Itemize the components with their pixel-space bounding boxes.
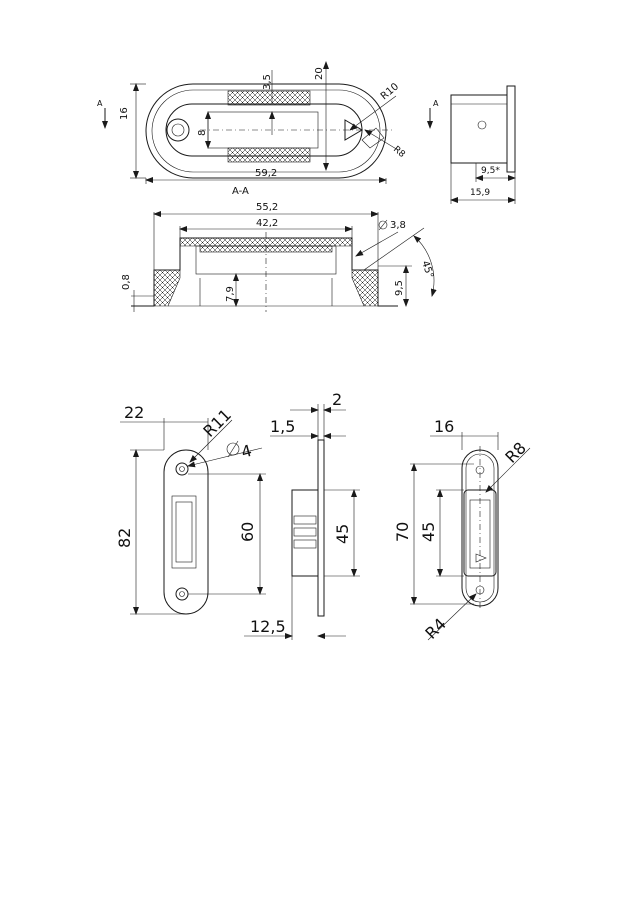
dim-hole-dia-4: 4 — [187, 440, 263, 468]
dim-height-16: 16 — [119, 83, 146, 179]
dim-thick-0-8: 0,8 — [121, 274, 154, 312]
svg-text:20: 20 — [314, 67, 325, 80]
dim-radius-r8-lock: R8 — [485, 438, 531, 493]
svg-text:82: 82 — [115, 528, 134, 548]
hatch-top — [227, 90, 311, 106]
strike-plate-view: 22 R11 4 82 60 — [115, 403, 266, 615]
dim-length-82: 82 — [115, 449, 186, 615]
dim-width-22: 22 — [120, 403, 209, 450]
svg-text:9,5*: 9,5* — [481, 166, 500, 176]
dim-radius-r11: R11 — [189, 405, 235, 463]
dim-width-16: 16 — [430, 417, 499, 450]
svg-text:45: 45 — [333, 524, 352, 544]
svg-text:0,8: 0,8 — [121, 274, 132, 290]
section-view: 55,2 42,2 3,8 0,8 7,9 — [121, 202, 437, 312]
svg-text:59,2: 59,2 — [255, 168, 277, 179]
svg-text:45: 45 — [419, 522, 438, 542]
hole-top — [175, 462, 189, 476]
dim-len-42-2: 42,2 — [179, 218, 353, 238]
svg-text:R10: R10 — [379, 81, 401, 102]
svg-text:70: 70 — [393, 522, 412, 542]
hole-bottom — [175, 587, 189, 601]
section-marker-right: A — [427, 99, 439, 129]
dim-radius-r10: R10 — [349, 81, 401, 131]
svg-text:15,9: 15,9 — [470, 188, 490, 198]
dim-length-70: 70 — [393, 463, 474, 605]
dim-dia-3-8: 3,8 — [355, 219, 406, 257]
section-title: A-A — [232, 186, 249, 197]
svg-text:A: A — [433, 99, 439, 108]
lock-plate-view: 16 R8 70 45 R4 — [393, 417, 531, 643]
dim-hole-spacing-60: 60 — [188, 473, 266, 595]
svg-text:7,9: 7,9 — [225, 286, 236, 302]
dim-side-15-9: 15,9 — [450, 163, 516, 204]
strike-slot — [171, 495, 197, 569]
svg-text:3,8: 3,8 — [390, 220, 406, 231]
svg-text:1,5: 1,5 — [270, 417, 295, 436]
svg-text:2: 2 — [332, 390, 342, 409]
svg-text:3,5: 3,5 — [262, 74, 273, 90]
svg-text:8: 8 — [197, 130, 208, 136]
svg-text:R8: R8 — [501, 438, 529, 466]
svg-text:16: 16 — [434, 417, 454, 436]
dim-thick-1-5: 1,5 — [270, 417, 346, 439]
dim-thick-2: 2 — [290, 390, 346, 440]
dim-length-59-2: 59,2 — [145, 168, 387, 184]
svg-text:16: 16 — [119, 107, 130, 120]
dim-height-45: 45 — [324, 489, 360, 577]
profile-body — [291, 489, 319, 577]
dim-depth-20: 20 — [314, 61, 329, 171]
hatch-bottom — [227, 147, 311, 163]
svg-text:12,5: 12,5 — [250, 617, 286, 636]
svg-text:9,5: 9,5 — [394, 280, 405, 296]
svg-text:45°: 45° — [419, 260, 435, 280]
top-side-view: A 9,5* 15,9 — [427, 85, 516, 204]
svg-text:55,2: 55,2 — [256, 202, 278, 213]
svg-text:42,2: 42,2 — [256, 218, 278, 229]
svg-text:A: A — [97, 99, 103, 108]
svg-text:4: 4 — [239, 441, 254, 462]
dim-depth-3-5: 3,5 — [262, 70, 275, 135]
dim-inner-45: 45 — [419, 489, 464, 577]
side-profile-view: 2 1,5 45 12,5 — [244, 390, 360, 640]
left-magnet — [166, 118, 190, 142]
svg-text:22: 22 — [124, 403, 144, 422]
dim-gap-8: 8 — [197, 111, 211, 149]
dim-side-9-5: 9,5* — [475, 163, 516, 182]
dim-depth-12-5: 12,5 — [244, 576, 346, 640]
profile-plate — [317, 439, 325, 617]
top-plan-view: A 16 8 — [97, 61, 407, 197]
side-body — [450, 94, 508, 164]
dim-angle-45: 45° — [363, 227, 437, 297]
section-marker-left: A — [97, 99, 108, 129]
svg-text:R4: R4 — [421, 614, 449, 642]
svg-text:R11: R11 — [199, 405, 235, 441]
svg-text:60: 60 — [238, 522, 257, 542]
dim-h-9-5: 9,5 — [378, 265, 412, 307]
dim-h-7-9: 7,9 — [225, 273, 239, 307]
